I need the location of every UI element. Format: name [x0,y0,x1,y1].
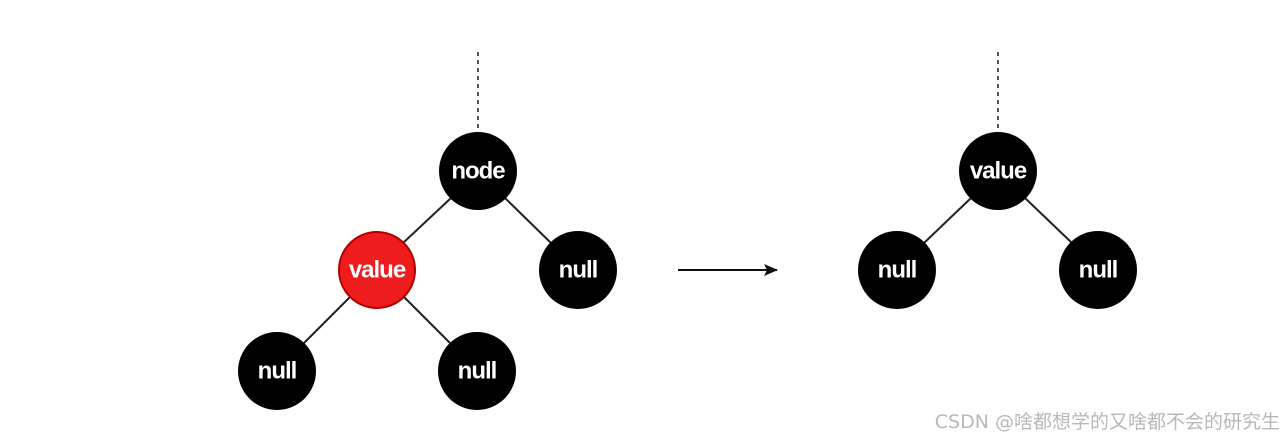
before-left-node: value [338,231,416,309]
before-right-node: null [539,231,617,309]
after-left-node: null [858,231,936,309]
after-left-circle [858,231,936,309]
before-edge-root-left [402,197,452,244]
before-left-right-node: null [438,332,516,410]
before-root-label: node [451,158,505,185]
before-tree: node value null null null [238,52,617,410]
before-left-right-circle [438,332,516,410]
watermark-text: CSDN @啥都想学的又啥都不会的研究生 [934,411,1280,433]
after-root-circle [959,132,1037,210]
before-left-left-label: null [258,358,297,385]
after-edge-root-left [923,197,972,244]
after-right-node: null [1059,231,1137,309]
before-left-circle [338,231,416,309]
before-edge-root-right [504,197,552,244]
after-tree: value null null [858,52,1137,309]
before-left-label: value [349,257,406,284]
after-right-label: null [1079,257,1118,284]
before-right-circle [539,231,617,309]
after-edge-root-right [1024,197,1073,244]
after-root-label: value [970,158,1027,185]
before-edge-left-leftchild [303,296,351,344]
before-left-left-circle [238,332,316,410]
after-right-circle [1059,231,1137,309]
before-edge-left-rightchild [403,296,451,344]
before-right-label: null [559,257,598,284]
after-left-label: null [878,257,917,284]
after-root-node: value [959,132,1037,210]
before-root-node: node [439,132,517,210]
before-root-circle [439,132,517,210]
before-left-left-node: null [238,332,316,410]
before-left-right-label: null [458,358,497,385]
